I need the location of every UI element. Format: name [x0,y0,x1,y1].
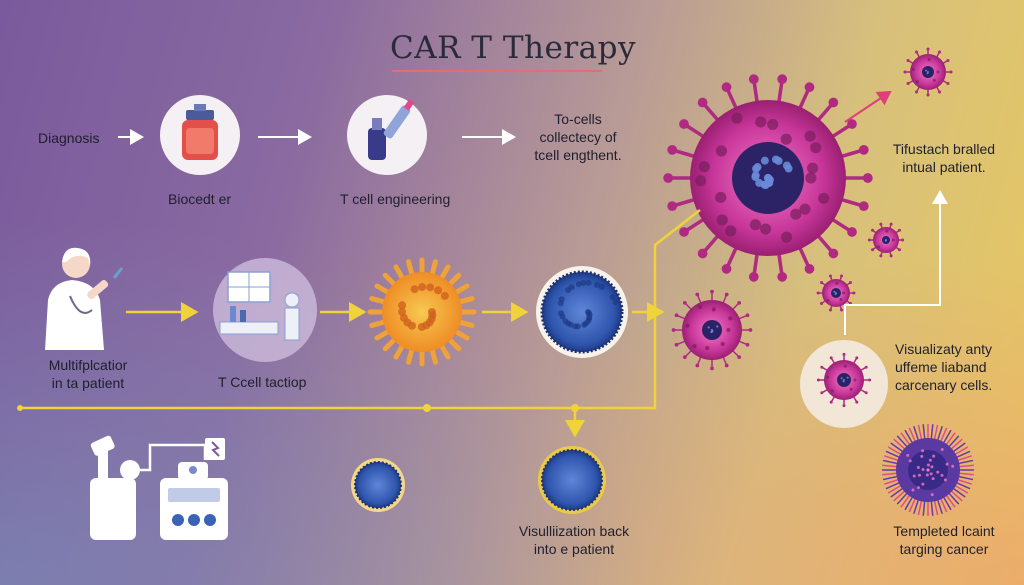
t-cell-activated [367,257,477,367]
label-collect: To-cells collectecy of tcell engthent. [528,110,628,164]
cancer-cell-large [663,74,873,282]
label-diagnosis: Diagnosis [38,130,100,146]
label-multiply: Multifplcatior in ta patient [34,356,142,392]
title-underline [392,70,602,72]
lab-icon [213,258,317,362]
page-title: CAR T Therapy [390,30,636,66]
label-multiply-line1: Multifplcatior [48,357,128,373]
label-transfused-line1: Tifustach bralled [892,141,996,157]
label-multiply-line2: in ta patient [51,375,125,391]
label-blood: Biocedt er [168,191,232,207]
label-templated: Templeted lcaint targing cancer [888,522,1000,558]
car-t-cell-small [351,458,405,512]
car-t-cell-returned [538,446,606,514]
blood-bag-icon [160,95,240,175]
right-path-arrows [844,190,948,335]
label-transfused: Tifustach bralled intual patient. [888,140,1000,176]
label-templated-line2: targing cancer [899,541,989,557]
label-visback-line1: Visulliization back [518,523,630,539]
label-transfused-line2: intual patient. [902,159,986,175]
label-collect-line2: collectecy of [539,129,617,145]
label-templated-line1: Templeted lcaint [893,523,995,539]
cancer-cell-targeted [816,352,872,408]
vial-engineering-icon [347,95,427,175]
label-visualizing-line3: carcenary cells. [895,377,993,393]
flow-dots [17,404,579,412]
car-t-cell-blue [536,266,628,358]
label-traction: T Ccell tactiop [218,374,307,390]
label-visback-line2: into e patient [533,541,615,557]
cancer-cell-medium [671,289,753,371]
cancer-cells-small [816,47,953,312]
infusion-machine-icon [90,435,228,540]
middle-row-arrows [20,209,701,438]
label-visualizing-line2: uffeme liaband [895,359,987,375]
label-engineering: T cell engineering [340,191,451,207]
t-cell-texture [557,279,619,330]
label-collect-line1: To-cells [554,111,602,127]
arrow-virus-out [844,90,892,123]
nurse-figure [45,247,124,350]
label-visualizing: Visualizaty anty uffeme liaband carcenar… [895,340,1005,394]
label-collect-line3: tcell engthent. [534,147,622,163]
label-visback: Visulliization back into e patient [510,522,638,558]
cancer-cell-fuzzy [882,424,974,516]
label-visualizing-line1: Visualizaty anty [895,341,993,357]
